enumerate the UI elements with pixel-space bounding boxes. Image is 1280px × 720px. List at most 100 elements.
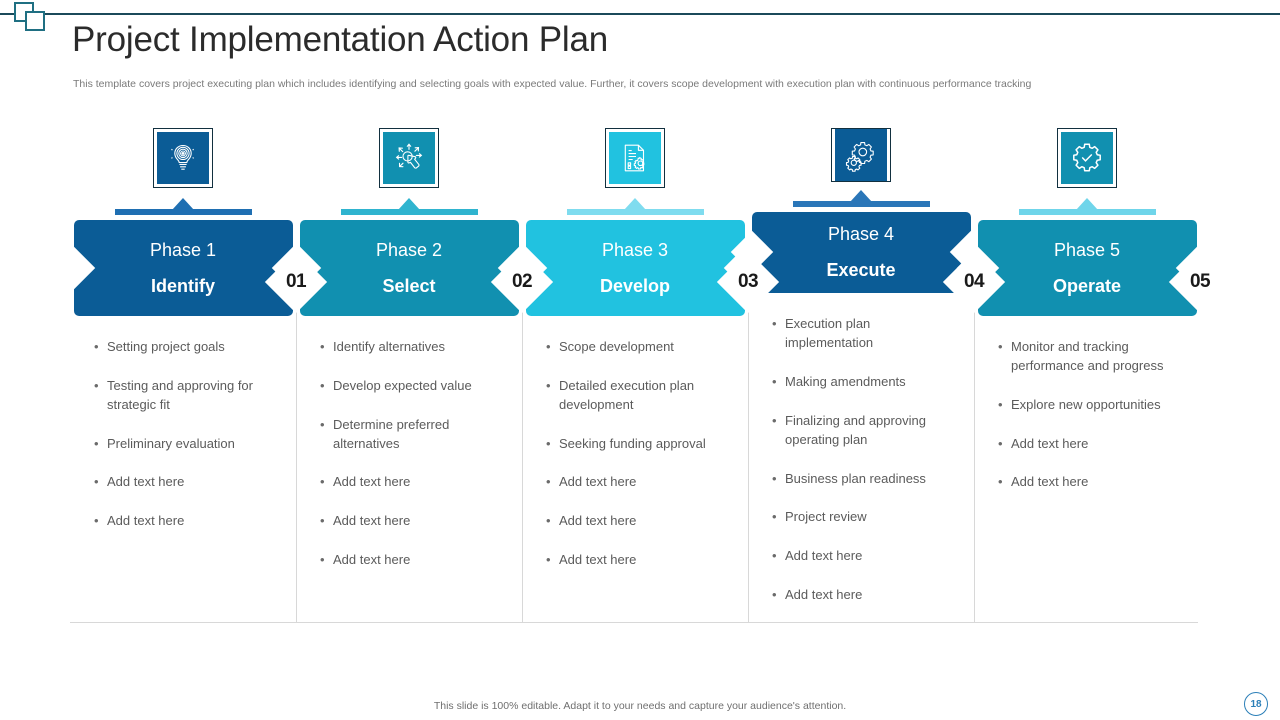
list-item-label: Making amendments (785, 374, 906, 390)
list-item-label: Preliminary evaluation (107, 435, 235, 451)
bullet-dot-icon: • (998, 339, 1003, 354)
bullet-dot-icon: • (546, 513, 551, 529)
phase-bullet-list: •Scope development•Detailed execution pl… (522, 316, 748, 590)
list-item: •Business plan readiness (772, 470, 960, 489)
page-subtitle: This template covers project executing p… (73, 78, 1032, 90)
phase-icon-frame (153, 128, 213, 188)
phase-connector (566, 198, 704, 215)
bullet-dot-icon: • (772, 548, 777, 564)
phase-label: Phase 4 (827, 224, 895, 245)
list-item: • Project review (772, 508, 960, 527)
list-item: • Identify alternatives (320, 338, 508, 357)
list-item: • Finalizing and approving operating plan (772, 412, 960, 450)
list-item: •Add text here (998, 473, 1186, 492)
bullet-dot-icon: • (772, 470, 777, 486)
list-item-label: Finalizing and approving operating plan (785, 412, 926, 447)
bullet-dot-icon: • (772, 412, 777, 428)
list-item-label: Detailed execution plan development (559, 377, 695, 412)
page-number-badge: 18 (1244, 692, 1268, 716)
list-item-label: Monitor and tracking performance and pro… (1011, 339, 1164, 373)
connector-bar (1018, 209, 1156, 215)
phase-number-label: 04 (963, 270, 985, 292)
bullet-dot-icon: • (320, 416, 325, 432)
bullet-dot-icon: • (546, 474, 551, 490)
bullet-dot-icon: • (546, 435, 551, 451)
phase-icon-frame (831, 128, 891, 182)
list-item-label: Add text here (559, 513, 637, 529)
list-item: •Add text here (94, 473, 282, 492)
list-item: • Add text here (320, 473, 508, 492)
phase-banner-02[interactable]: Phase 2 Select (278, 220, 540, 316)
gear-check-icon (1061, 132, 1113, 184)
bullet-dot-icon: • (94, 513, 99, 529)
banner-notch-left (52, 246, 95, 290)
bullet-dot-icon: • (320, 377, 325, 393)
phase-banner-03[interactable]: Phase 3 Develop (504, 220, 766, 316)
column-divider (974, 310, 975, 622)
list-item: •Scope development (546, 338, 734, 357)
bullet-dot-icon: • (320, 474, 325, 490)
bullet-dot-icon: • (94, 339, 99, 354)
bullet-dot-icon: • (94, 435, 99, 451)
phase-number-label: 05 (1189, 270, 1211, 292)
hand-select-arrows-icon (383, 132, 435, 184)
bullet-dot-icon: • (320, 339, 325, 354)
phase-connector (1018, 198, 1156, 215)
bullet-dot-icon: • (772, 509, 777, 525)
list-item-label: Determine preferred alternatives (333, 416, 450, 451)
phase-label: Phase 2 (375, 240, 443, 260)
bullet-dot-icon: • (772, 374, 777, 390)
bullet-dot-icon: • (320, 513, 325, 529)
list-item-label: Project review (785, 509, 867, 525)
list-item-label: Explore new opportunities (1011, 396, 1161, 412)
column-divider (522, 310, 523, 622)
list-item: • Determine preferred alternatives (320, 416, 508, 454)
document-gear-icon (609, 132, 661, 184)
list-item: • Add text here (94, 512, 282, 531)
lightbulb-target-icon (157, 132, 209, 184)
decorative-rule (0, 13, 1280, 15)
phase-name: Develop (599, 276, 671, 296)
phase-bullet-list: •Setting project goals•Testing and appro… (70, 316, 296, 551)
phase-name: Identify (150, 276, 215, 296)
list-item-label: Add text here (1011, 474, 1089, 490)
list-item: • Monitor and tracking performance and pr… (998, 338, 1186, 376)
bullet-dot-icon: • (94, 377, 99, 393)
list-item: •Add text here (772, 586, 960, 605)
bullet-dot-icon: • (546, 552, 551, 568)
connector-bar (114, 209, 252, 215)
phase-number-label: 01 (285, 270, 307, 292)
list-item-label: Add text here (785, 548, 863, 564)
list-item: • Add text here (772, 547, 960, 566)
phase-label: Phase 3 (601, 240, 669, 260)
list-item: •Testing and approving for strategic fit (94, 377, 282, 415)
phase-connector (114, 198, 252, 215)
phase-connector (792, 189, 930, 207)
list-item: •Execution plan implementation (772, 315, 960, 353)
phase-name: Select (382, 276, 436, 296)
list-item-label: Seeking funding approval (559, 435, 706, 451)
list-item-label: Add text here (1011, 435, 1089, 451)
bottom-divider (70, 622, 1198, 623)
footer-note: This slide is 100% editable. Adapt it to… (433, 700, 847, 712)
list-item-label: Add text here (333, 474, 411, 490)
bullet-dot-icon: • (320, 552, 325, 568)
list-item-label: Identify alternatives (333, 339, 446, 354)
phase-bullet-list: •Identify alternatives•Develop expected … (296, 316, 522, 590)
list-item: • Seeking funding approval (546, 435, 734, 454)
connector-arrow-icon (172, 198, 194, 210)
list-item-label: Add text here (333, 552, 411, 568)
list-item-label: Add text here (333, 513, 411, 529)
column-divider (748, 310, 749, 622)
connector-bar (340, 209, 478, 215)
list-item-label: Add text here (107, 513, 185, 529)
bullet-dot-icon: • (546, 339, 551, 354)
connector-bar (792, 200, 930, 207)
list-item: • Making amendments (772, 373, 960, 392)
